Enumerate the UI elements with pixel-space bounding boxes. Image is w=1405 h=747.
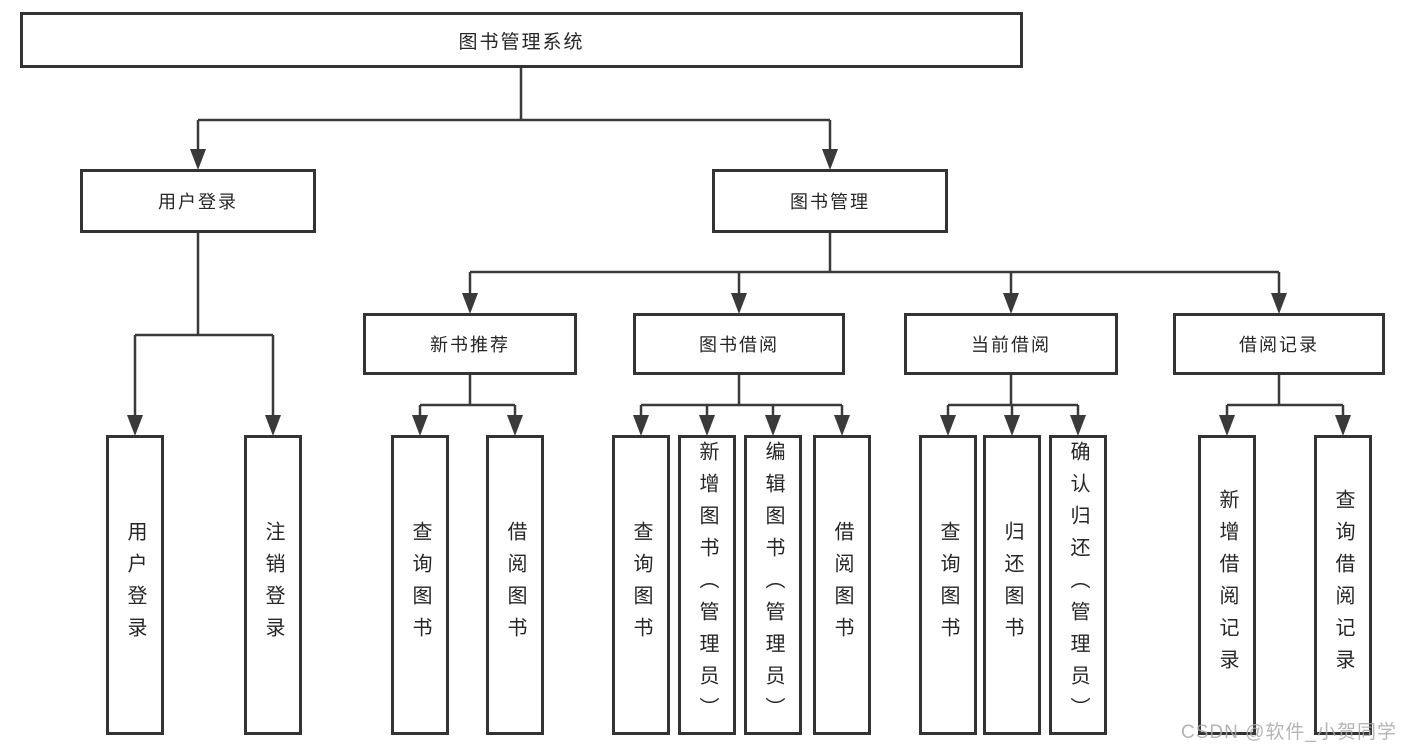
arrowhead [1219, 415, 1235, 436]
leaf-confirm-return-admin: 确认归还（管理员） [1049, 435, 1107, 735]
leaf-query-borrow-record: 查询借阅记录 [1314, 435, 1372, 735]
leaf-add-borrow-record-label: 新增借阅记录 [1216, 489, 1238, 681]
arrowhead [1004, 415, 1020, 436]
node-book-management: 图书管理 [712, 169, 948, 233]
arrowhead [462, 293, 478, 314]
leaf-user-login-label: 用户登录 [124, 521, 146, 649]
arrowhead [412, 415, 428, 436]
leaf-borrow-books-2: 借阅图书 [813, 435, 871, 735]
connector-userlogin-to-leaves [133, 233, 275, 418]
arrowhead [940, 415, 956, 436]
arrowheads [127, 149, 1351, 436]
leaf-add-book-admin: 新增图书（管理员） [678, 435, 736, 735]
arrowhead [822, 149, 838, 170]
leaf-add-borrow-record: 新增借阅记录 [1198, 435, 1256, 735]
leaf-borrow-books-2-label: 借阅图书 [831, 521, 853, 649]
arrowhead [699, 415, 715, 436]
arrowhead [633, 415, 649, 436]
leaf-edit-book-admin: 编辑图书（管理员） [744, 435, 802, 735]
arrowhead [1070, 415, 1086, 436]
arrowhead [190, 149, 206, 170]
leaf-return-books: 归还图书 [983, 435, 1041, 735]
arrowhead [1271, 293, 1287, 314]
leaf-query-books-1-label: 查询图书 [409, 521, 431, 649]
connector-records-to-leaves [1225, 375, 1345, 418]
arrowhead [1003, 293, 1019, 314]
watermark: CSDN @软件_小贺同学 [1181, 722, 1397, 743]
leaf-query-books-1: 查询图书 [391, 435, 449, 735]
arrowhead [265, 415, 281, 436]
leaf-logout-label: 注销登录 [262, 521, 284, 649]
node-new-book-recommend: 新书推荐 [363, 313, 577, 375]
leaf-confirm-return-admin-label: 确认归还（管理员） [1067, 441, 1089, 729]
node-new-book-recommend-label: 新书推荐 [430, 335, 510, 355]
node-current-borrow: 当前借阅 [904, 313, 1118, 375]
leaf-user-login: 用户登录 [106, 435, 164, 735]
leaf-query-borrow-record-label: 查询借阅记录 [1332, 489, 1354, 681]
connector-borrow-to-leaves [639, 375, 844, 418]
connector-newbooks-to-leaves [418, 375, 517, 418]
leaf-logout: 注销登录 [244, 435, 302, 735]
leaf-query-books-3-label: 查询图书 [937, 521, 959, 649]
node-book-management-label: 图书管理 [790, 192, 870, 212]
node-borrow-records: 借阅记录 [1173, 313, 1385, 375]
leaf-return-books-label: 归还图书 [1001, 521, 1023, 649]
connector-root-to-level2 [196, 68, 832, 152]
node-current-borrow-label: 当前借阅 [971, 335, 1051, 355]
node-user-login-label: 用户登录 [158, 192, 238, 212]
leaf-query-books-2-label: 查询图书 [630, 521, 652, 649]
leaf-edit-book-admin-label: 编辑图书（管理员） [762, 441, 784, 729]
node-library-system-label: 图书管理系统 [458, 31, 585, 53]
arrowhead [765, 415, 781, 436]
node-user-login: 用户登录 [80, 169, 316, 233]
connector-current-to-leaves [946, 375, 1080, 418]
connector-bookmgmt-to-level3 [468, 233, 1281, 296]
leaf-query-books-2: 查询图书 [612, 435, 670, 735]
arrowhead [507, 415, 523, 436]
node-library-system: 图书管理系统 [20, 12, 1023, 68]
node-book-borrow: 图书借阅 [633, 313, 845, 375]
node-book-borrow-label: 图书借阅 [699, 335, 779, 355]
arrowhead [127, 415, 143, 436]
arrowhead [731, 293, 747, 314]
arrowhead [1335, 415, 1351, 436]
arrowhead [834, 415, 850, 436]
leaf-add-book-admin-label: 新增图书（管理员） [696, 441, 718, 729]
leaf-borrow-books-1-label: 借阅图书 [504, 521, 526, 649]
leaf-borrow-books-1: 借阅图书 [486, 435, 544, 735]
leaf-query-books-3: 查询图书 [919, 435, 977, 735]
node-borrow-records-label: 借阅记录 [1239, 335, 1319, 355]
